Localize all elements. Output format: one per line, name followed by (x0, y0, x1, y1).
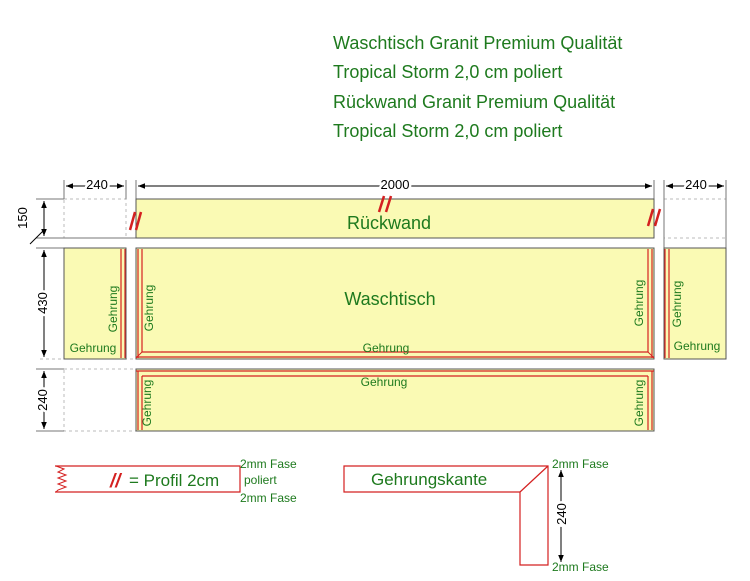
fase-top-label: 2mm Fase (240, 457, 297, 471)
header-line-3: Rückwand Granit Premium Qualität (333, 92, 616, 112)
vanity-top-label: Waschtisch (344, 289, 435, 309)
miter-label-front-top: Gehrung (361, 375, 408, 389)
profile-legend: // = Profil 2cm 2mm Fase poliert 2mm Fas… (55, 457, 297, 505)
miter-edge-diagonal (519, 465, 549, 493)
dim-main-width: 2000 (381, 177, 410, 192)
left-side-panel (63, 247, 127, 360)
poliert-label: poliert (244, 473, 277, 487)
header-line-1: Waschtisch Granit Premium Qualität (333, 33, 623, 53)
profile-legend-outline (55, 465, 241, 493)
profile-mark-top (377, 195, 393, 213)
miter-label-left-side: Gehrung (106, 286, 120, 333)
dim-left-width: 240 (86, 177, 108, 192)
dim-top-depth: 430 (35, 292, 50, 314)
miter-label-right-side: Gehrung (670, 281, 684, 328)
header-line-4: Tropical Storm 2,0 cm poliert (333, 121, 563, 141)
miter-fase-bottom: 2mm Fase (552, 560, 609, 574)
header-line-2: Tropical Storm 2,0 cm poliert (333, 62, 563, 82)
right-empty-outline (663, 198, 727, 239)
miter-corner (647, 351, 655, 359)
dim-backsplash-height: 150 (15, 207, 30, 229)
miter-corner (135, 351, 143, 359)
right-side-panel (663, 247, 727, 360)
dim-front-height: 240 (35, 389, 50, 411)
front-apron-panel (135, 368, 655, 432)
miter-edge-label: Gehrungskante (371, 470, 487, 489)
miter-label-right-bottom: Gehrung (674, 339, 721, 353)
profile-label: = Profil 2cm (129, 471, 219, 490)
backsplash-panel (135, 198, 655, 239)
miter-label-top-left: Gehrung (142, 285, 156, 332)
miter-edge-legend: Gehrungskante 240 2mm Fase 2mm Fase (343, 457, 609, 574)
break-zigzag (55, 465, 68, 493)
miter-label-top-bottom: Gehrung (363, 341, 410, 355)
left-lower-outline (63, 368, 137, 432)
left-empty-outline (63, 198, 127, 239)
vanity-top-panel (135, 247, 655, 360)
profile-mark-right (646, 208, 662, 227)
miter-edge-dim: 240 (554, 503, 569, 525)
miter-label-left-bottom: Gehrung (70, 341, 117, 355)
miter-label-top-right: Gehrung (632, 280, 646, 327)
fase-bottom-label: 2mm Fase (240, 491, 297, 505)
miter-label-front-left: Gehrung (140, 380, 154, 427)
profile-mark-left (128, 211, 143, 231)
miter-fase-top: 2mm Fase (552, 457, 609, 471)
dim-right-width: 240 (685, 177, 707, 192)
profile-symbol: // (109, 471, 122, 492)
dim-leader (29, 229, 45, 245)
miter-label-front-right: Gehrung (632, 380, 646, 427)
backsplash-label: Rückwand (347, 213, 431, 233)
